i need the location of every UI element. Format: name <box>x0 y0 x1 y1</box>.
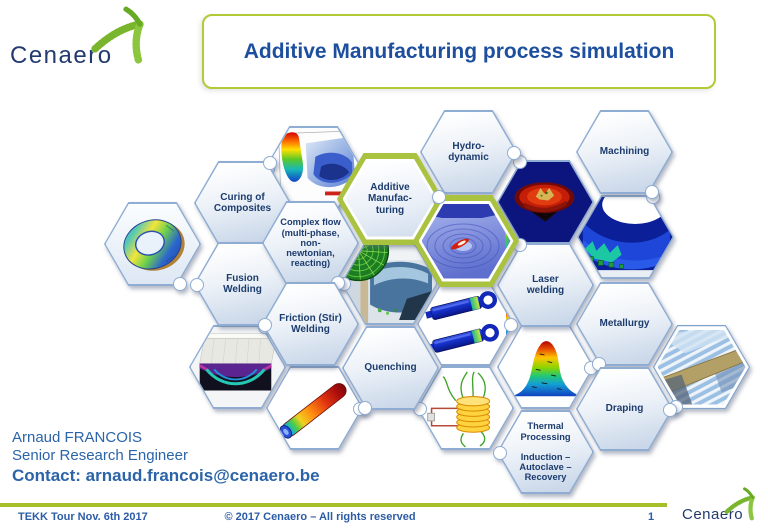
hexagon-fill <box>498 411 593 493</box>
hexagon-fill <box>577 368 672 450</box>
title-box: Additive Manufacturing process simulatio… <box>202 14 716 89</box>
hex-machining: Machining <box>576 110 673 199</box>
hexagon-corner-dot <box>262 156 277 170</box>
contact-role: Senior Research Engineer <box>12 447 188 464</box>
hexagon-fill <box>498 244 593 326</box>
hex-label: Complex flow (multi-phase, non- newtonia… <box>280 217 341 269</box>
hex-friction-stir-welding: Friction (Stir) Welding <box>258 282 359 366</box>
contact-email-line: Contact: arnaud.francois@cenaero.be <box>12 466 320 485</box>
hex-label: Curing of Composites <box>213 191 272 214</box>
hexagon-corner-dot <box>190 278 204 292</box>
slide-title: Additive Manufacturing process simulatio… <box>243 39 675 63</box>
hex-fiber-weave-photo <box>653 325 750 414</box>
hexagon-fill <box>421 203 511 279</box>
hex-draping: Draping <box>576 367 677 451</box>
hex-label: Laser welding <box>526 273 565 296</box>
hexagon-corner-dot <box>507 146 521 160</box>
hexagon-fill <box>498 326 593 408</box>
hexagon-corner-dot <box>358 401 373 415</box>
additive-melt-pool-image <box>421 203 511 279</box>
hexagon-fill <box>578 196 673 278</box>
hex-metallurgy: Metallurgy <box>576 282 673 371</box>
hex-fusion-welding: Fusion Welding <box>190 242 291 326</box>
hex-complex-flow: Complex flow (multi-phase, non- newtonia… <box>262 201 359 290</box>
hexagon-corner-dot <box>493 446 507 460</box>
hex-friction-stir-simulation <box>189 320 286 409</box>
hexagon-fill <box>577 283 672 365</box>
footer-copyright: © 2017 Cenaero – All rights reserved <box>224 511 416 523</box>
hex-laser-pool-simulation <box>497 155 594 244</box>
hex-laser-welding: Laser welding <box>497 238 594 327</box>
fiber-weave-image <box>657 329 746 405</box>
hex-label: Fusion Welding <box>223 272 262 295</box>
cenaero-logo: Cenaero <box>10 6 170 76</box>
hexagon-fill <box>105 203 200 285</box>
hex-thermal-cone-simulation <box>497 325 598 409</box>
hexagon-fill <box>577 111 672 193</box>
hex-machining-simulation <box>577 190 674 279</box>
footer-divider-line <box>0 503 667 507</box>
contact-block: Arnaud FRANCOIS Senior Research Engineer… <box>12 429 320 486</box>
hexagon-fill <box>345 161 435 237</box>
hex-quenched-rod-simulation <box>266 366 367 450</box>
hex-hydrodynamic: Hydro- dynamic <box>420 110 521 194</box>
hex-label: Draping <box>605 403 644 415</box>
hex-induction-coil-schematic <box>413 366 514 450</box>
hex-ring-simulation <box>104 202 201 291</box>
footer-page-number: 1 <box>648 511 655 523</box>
hexagon-corner-dot <box>644 185 659 199</box>
hex-thermal-processing: Thermal Processing Induction – Autoclave… <box>493 410 594 494</box>
footer-event-date: TEKK Tour Nov. 6th 2017 <box>18 511 148 523</box>
laser-weld-pool-image <box>498 161 593 243</box>
machining-chip-image <box>578 196 673 278</box>
hex-quenching: Quenching <box>342 326 439 415</box>
hex-label: Machining <box>599 146 650 158</box>
hex-label: Metallurgy <box>599 318 650 330</box>
contact-name: Arnaud FRANCOIS <box>12 429 143 446</box>
hexagon-corner-dot <box>258 318 272 332</box>
footer-cenaero-branch-icon <box>724 487 755 522</box>
bearing-ring-simulation-image <box>105 203 200 285</box>
hexagon-corner-dot <box>504 318 518 332</box>
hex-label: Quenching <box>364 362 417 374</box>
hex-label: Additive Manufac- turing <box>368 182 412 216</box>
hexagon-fill <box>657 329 746 405</box>
hex-label: Friction (Stir) Welding <box>279 312 342 335</box>
hex-label: Hydro- dynamic <box>448 140 489 163</box>
thermal-cone-image <box>498 326 593 408</box>
hexagon-fill <box>498 161 593 243</box>
hex-cylinder-simulation <box>417 282 518 366</box>
hex-melt-pool-simulation <box>413 190 519 287</box>
hexagon-corner-dot <box>663 403 677 417</box>
hexagon-corner-dot <box>172 277 187 291</box>
hex-label: Thermal Processing Induction – Autoclave… <box>519 421 572 483</box>
cenaero-branch-icon <box>91 6 144 66</box>
hexagon-corner-dot <box>431 190 446 204</box>
